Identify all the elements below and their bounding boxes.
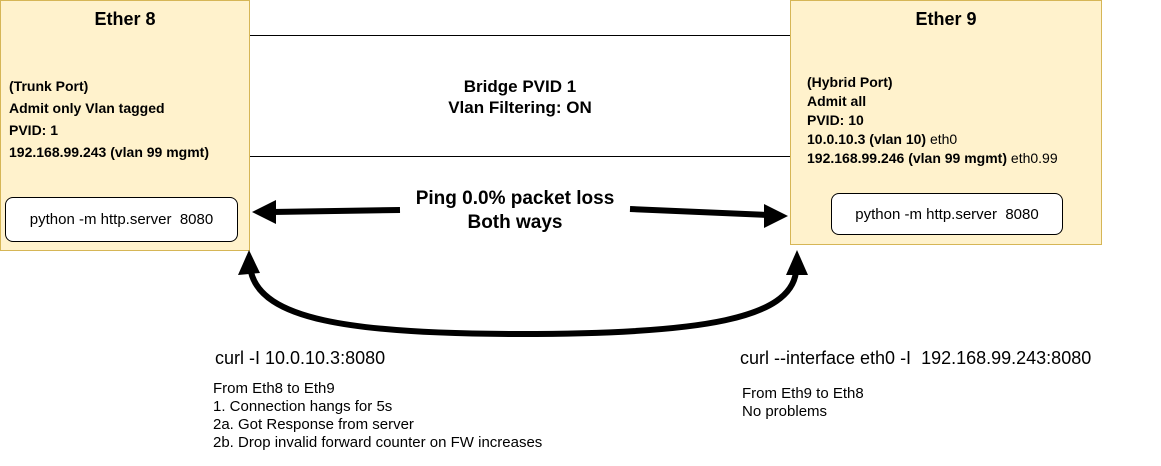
curl-curve-arrow	[248, 271, 799, 338]
ether8-server-box: python -m http.server 8080	[5, 197, 238, 242]
ether8-port-type: (Trunk Port)	[9, 78, 89, 94]
ether9-title: Ether 9	[915, 9, 977, 29]
left-curl-notes: From Eth8 to Eth9 1. Connection hangs fo…	[213, 380, 542, 452]
bridge-vlan-filtering: Vlan Filtering: ON	[448, 98, 592, 117]
ether8-info: (Trunk Port) Admit only Vlan tagged PVID…	[9, 75, 209, 163]
bridge-bottom-line	[250, 156, 790, 157]
left-note-direction: From Eth8 to Eth9	[213, 380, 335, 397]
ping-arrow-left	[271, 207, 401, 215]
left-note-step1: 1. Connection hangs for 5s	[213, 398, 393, 415]
ping-both-ways: Both ways	[467, 212, 563, 233]
ether8-title: Ether 8	[94, 9, 156, 29]
left-note-step2b: 2b. Drop invalid forward counter on FW i…	[213, 434, 543, 451]
left-note-step2a: 2a. Got Response from server	[213, 416, 414, 433]
bridge-top-line	[250, 35, 790, 36]
ether9-server-box: python -m http.server 8080	[831, 193, 1063, 235]
bridge-pvid: Bridge PVID 1	[463, 77, 577, 96]
ether9-box: Ether 9 (Hybrid Port) Admit all PVID: 10…	[790, 0, 1102, 245]
ping-loss: Ping 0.0% packet loss	[415, 188, 615, 209]
right-curl-command: curl --interface eth0 -I 192.168.99.243:…	[740, 348, 1092, 368]
ping-arrow-right-head	[764, 204, 788, 228]
curl-curve-arrow-left-head	[238, 250, 260, 275]
ether8-admit: Admit only Vlan tagged	[9, 100, 165, 116]
bridge-label: Bridge PVID 1 Vlan Filtering: ON	[250, 76, 790, 118]
ether9-ip-vlan99: 192.168.99.246 (vlan 99 mgmt) eth0.99	[807, 150, 1058, 166]
right-note-result: No problems	[742, 403, 828, 420]
left-curl-command: curl -I 10.0.10.3:8080	[215, 348, 386, 368]
ether9-admit: Admit all	[807, 93, 867, 109]
right-curl-notes: From Eth9 to Eth8 No problems	[742, 385, 864, 421]
ether9-port-type: (Hybrid Port)	[807, 74, 893, 90]
ping-arrow-right	[629, 206, 769, 218]
right-note-direction: From Eth9 to Eth8	[742, 385, 864, 402]
ether9-pvid: PVID: 10	[807, 112, 864, 128]
ether9-info: (Hybrid Port) Admit all PVID: 10 10.0.10…	[807, 73, 1058, 168]
curl-curve-arrow-right-head	[786, 250, 808, 275]
ping-arrow-left-head	[252, 200, 276, 224]
ether8-box: Ether 8 (Trunk Port) Admit only Vlan tag…	[0, 0, 250, 251]
ping-label: Ping 0.0% packet loss Both ways	[380, 187, 650, 235]
ether8-ip: 192.168.99.243 (vlan 99 mgmt)	[9, 144, 210, 160]
ether9-ip-vlan10: 10.0.10.3 (vlan 10) eth0	[807, 131, 958, 147]
ether8-pvid: PVID: 1	[9, 122, 59, 138]
